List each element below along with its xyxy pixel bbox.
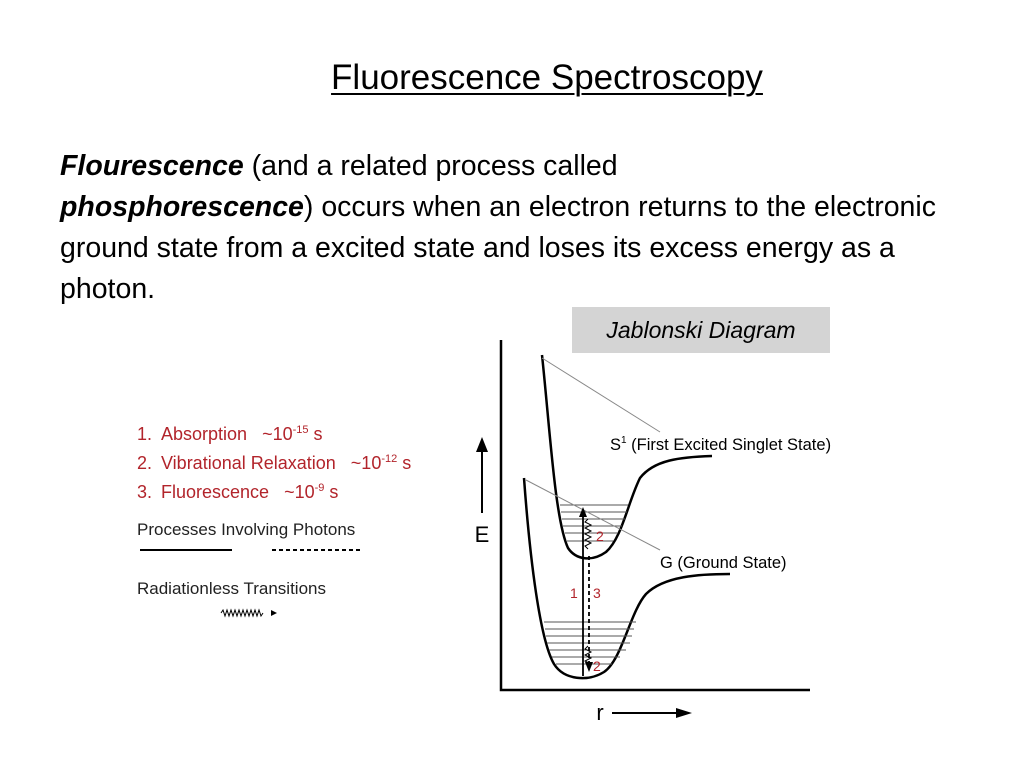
legend-item-absorption: 1. Absorption ~10-15 s — [137, 418, 477, 447]
excited-state-label: S1 (First Excited Singlet State) — [610, 435, 831, 454]
legend-exponent: -12 — [381, 453, 398, 465]
excited-state-prefix: S — [610, 436, 621, 454]
legend-number: 2. — [137, 453, 153, 473]
process-legend: 1.Absorption ~10-15 s 2.Vibrational Rela… — [137, 418, 477, 505]
legend-name: Vibrational Relaxation — [161, 453, 336, 473]
marker-1: 1 — [570, 585, 578, 601]
excited-state-name: (First Excited Singlet State) — [627, 436, 832, 454]
energy-axis-label: E — [475, 522, 490, 547]
slide-title: Fluorescence Spectroscopy — [331, 58, 763, 97]
excited-state-curve — [540, 354, 713, 560]
legend-unit: s — [324, 482, 339, 502]
energy-axis-arrow — [476, 437, 488, 513]
axes — [499, 340, 810, 692]
legend-time: ~10 — [284, 482, 315, 502]
ground-relaxation-wavy-arrow — [583, 645, 593, 668]
excited-vibrational-levels — [560, 504, 628, 542]
legend-name: Fluorescence — [161, 482, 270, 502]
term-fluorescence: Flourescence — [60, 150, 244, 182]
legend-item-fluorescence: 3. Fluorescence ~10-9 s — [137, 476, 477, 505]
marker-2-excited: 2 — [596, 528, 604, 544]
intro-text-2: ) occurs when an electron returns to the… — [60, 191, 936, 305]
term-phosphorescence: phosphorescence — [60, 191, 304, 223]
excited-state-superscript: 1 — [621, 435, 627, 446]
wavy-arrow-key — [220, 608, 277, 618]
absorption-arrow — [579, 507, 587, 676]
marker-3: 3 — [593, 585, 601, 601]
ground-state-curve — [522, 477, 731, 680]
excited-state-leader — [541, 357, 661, 433]
legend-unit: s — [397, 453, 412, 473]
legend-number: 3. — [137, 482, 153, 502]
legend-time: ~10 — [350, 453, 382, 473]
photon-processes-label: Processes Involving Photons — [137, 520, 356, 539]
jablonski-diagram-label: Jablonski Diagram — [572, 307, 830, 353]
legend-exponent: -9 — [314, 482, 325, 494]
intro-paragraph: Flourescence (and a related process call… — [60, 146, 960, 310]
distance-axis-label: r — [596, 700, 603, 725]
legend-item-vibrational-relaxation: 2. Vibrational Relaxation ~10-12 s — [137, 447, 477, 476]
legend-unit: s — [308, 424, 323, 444]
legend-name: Absorption — [161, 424, 248, 444]
excited-relaxation-wavy-arrow — [583, 518, 593, 550]
legend-exponent: -15 — [292, 424, 309, 436]
intro-text-1: (and a related process called — [243, 150, 618, 182]
ground-state-label: G (Ground State) — [660, 554, 787, 572]
legend-time: ~10 — [262, 424, 293, 444]
marker-2-ground: 2 — [593, 658, 601, 674]
radiationless-transitions-label: Radiationless Transitions — [137, 579, 326, 598]
distance-axis-arrow — [612, 708, 692, 718]
legend-number: 1. — [137, 424, 153, 444]
ground-state-leader — [525, 479, 661, 551]
